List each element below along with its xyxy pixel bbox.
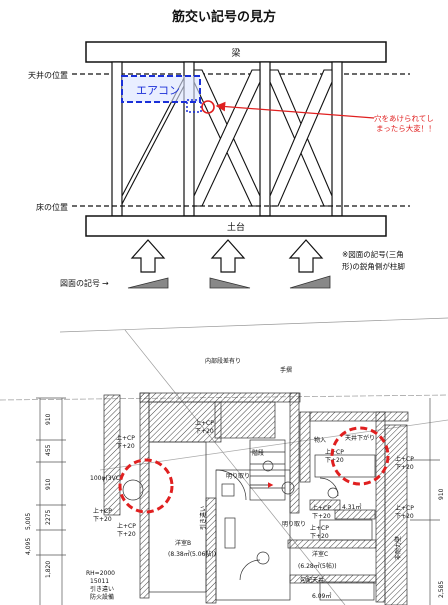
beam-box (85, 41, 387, 63)
brace-down-4: 下+20 (195, 428, 214, 435)
plan-window-2: 明り取り (282, 521, 306, 528)
brace-up-9: 上+CP (310, 524, 329, 532)
posts (111, 61, 343, 217)
brace-up-7: 上+CP (312, 504, 331, 512)
up-arrows (130, 239, 324, 273)
plan-room-c: 洋室C (312, 550, 328, 558)
plan-handrail: 手摺 (280, 366, 292, 374)
plan-rh: RH=2000 (86, 570, 115, 577)
annotation-line-2: まったら大変！！ (376, 123, 436, 133)
plan-pull-door: 引き違い (199, 506, 207, 530)
floor-plan (0, 317, 448, 605)
annotation-arrow (215, 101, 375, 119)
dim-3: 910 (45, 478, 52, 490)
aircon-duct (186, 99, 202, 113)
highlight-circle-left (118, 458, 174, 514)
sill-box (85, 215, 387, 237)
plan-room-c-area: (6.28㎡(5帖)) (298, 562, 337, 570)
brace-down-3: 下+20 (117, 531, 136, 538)
plan-model: 15011 (90, 578, 109, 585)
plan-closet: 物入 (314, 436, 326, 444)
dimension-labels: 910 455 910 2275 5,005 4,095 1,820 910 2… (25, 413, 445, 598)
plan-area-right: 6.09㎡ (312, 592, 331, 600)
brace-up-2: 上+CP (93, 507, 112, 515)
brace-symbols (127, 275, 331, 289)
dim-right-2: 2,585 (438, 581, 445, 598)
aircon-box (121, 75, 201, 103)
plan-room-b-area: (8.38㎡(5.06帖)) (168, 550, 216, 558)
dim-6: 4,095 (25, 538, 32, 555)
plan-room-b: 洋室B (175, 539, 191, 547)
plan-ceiling-down: 天井下がり (345, 434, 375, 442)
drawing-symbol-arrow: → (102, 279, 109, 288)
brace-up-3: 上+CP (117, 522, 136, 530)
sill-label: 土台 (227, 221, 245, 233)
brace-down-1: 下+20 (116, 443, 135, 450)
plan-vc-label: 100φ(3VC) (90, 475, 122, 482)
dim-right: 910 (438, 488, 445, 500)
plan-sloped-ceiling: 勾配天井 (300, 576, 324, 584)
brace-down-7: 下+20 (312, 513, 331, 520)
plan-window: 明り取り (226, 473, 250, 480)
plan-pull-window: 引き違い (90, 585, 114, 593)
brace-down-8: 下+20 (395, 513, 414, 520)
dim-2: 455 (45, 444, 52, 456)
note-line-1: ※図面の記号(三角 (342, 249, 404, 259)
dim-7: 1,820 (45, 561, 52, 578)
highlight-circle-right (330, 426, 390, 486)
dim-1: 910 (45, 413, 52, 425)
brace-down-2: 下+20 (93, 516, 112, 523)
drawing-symbol-label: 図面の記号 (60, 278, 100, 288)
plan-labels: 内部段差有り 手摺 階段 明り取り 明り取り 洋室B (8.38㎡(5.06帖)… (86, 357, 414, 601)
brace-up-4: 上+CP (195, 419, 214, 427)
plan-stairs: 階段 (252, 449, 264, 457)
note-line-2: 形)の鋭角側が柱脚 (342, 261, 405, 271)
hole-marker (201, 100, 215, 114)
brace-up-5: 上+CP (325, 448, 344, 456)
brace-down-5: 下+20 (325, 457, 344, 464)
aircon-label: エアコン (136, 84, 180, 97)
brace-up-8: 上+CP (395, 504, 414, 512)
plan-top-label: 内部段差有り (205, 357, 241, 365)
diagram-title: 筋交い記号の見方 (171, 10, 276, 25)
brace-up-6: 上+CP (395, 455, 414, 463)
plan-bottom-area: 4.31㎡ (342, 503, 361, 511)
plan-hatch-right: 非耐力壁 (394, 536, 402, 560)
annotation-line-1: 穴をあけられてし (374, 113, 434, 123)
floor-level-label: 床の位置 (36, 202, 68, 212)
brace-down-9: 下+20 (310, 533, 329, 540)
plan-fire-window: 防火設備 (90, 593, 114, 601)
dim-4: 2275 (45, 510, 52, 525)
ceiling-level-label: 天井の位置 (28, 70, 68, 80)
brace-down-6: 下+20 (395, 464, 414, 471)
dim-5: 5,005 (25, 513, 32, 530)
beam-label: 梁 (231, 47, 240, 59)
brace-up-1: 上+CP (116, 434, 135, 442)
